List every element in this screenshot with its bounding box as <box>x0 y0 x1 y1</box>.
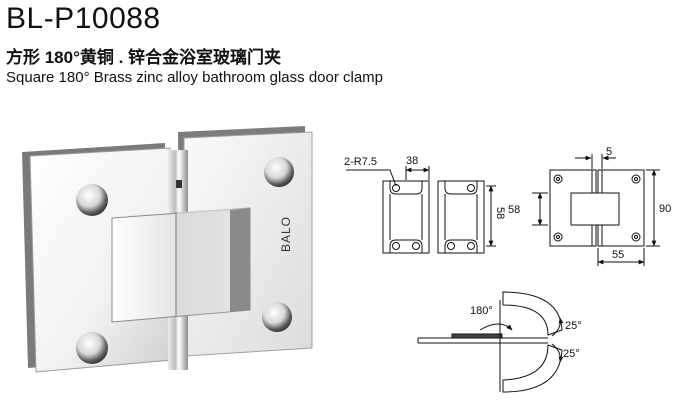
plate-width-label: 38 <box>406 155 418 167</box>
technical-drawings: 2-R7.5 38 58 5 58 90 55 <box>344 146 671 393</box>
model-number: BL-P10088 <box>6 2 161 35</box>
plate-height-label: 58 <box>494 207 506 219</box>
product-title-chinese: 方形 180°黄铜 . 锌合金浴室玻璃门夹 <box>6 48 282 67</box>
brand-mark: BALO <box>279 216 293 252</box>
hinge-height-label: 90 <box>659 203 671 215</box>
plate-dimension-drawing <box>346 166 496 254</box>
lower-angle-label: 25° <box>563 348 580 360</box>
hinge-dimension-drawing <box>532 154 660 266</box>
screw-icon <box>76 332 108 364</box>
screw-icon <box>262 302 292 332</box>
radius-label: 2-R7.5 <box>344 156 377 168</box>
hinge-width-label: 55 <box>612 249 624 261</box>
inner-height-label: 58 <box>508 204 520 216</box>
screw-icon <box>264 157 294 187</box>
screw-icon <box>76 184 108 216</box>
upper-angle-label: 25° <box>565 320 582 332</box>
rotation-angle-label: 180° <box>470 305 493 317</box>
gap-label: 5 <box>606 146 612 158</box>
rotation-drawing <box>417 291 564 393</box>
product-photo: BALO <box>22 126 313 373</box>
product-title-english: Square 180° Brass zinc alloy bathroom gl… <box>6 69 384 86</box>
